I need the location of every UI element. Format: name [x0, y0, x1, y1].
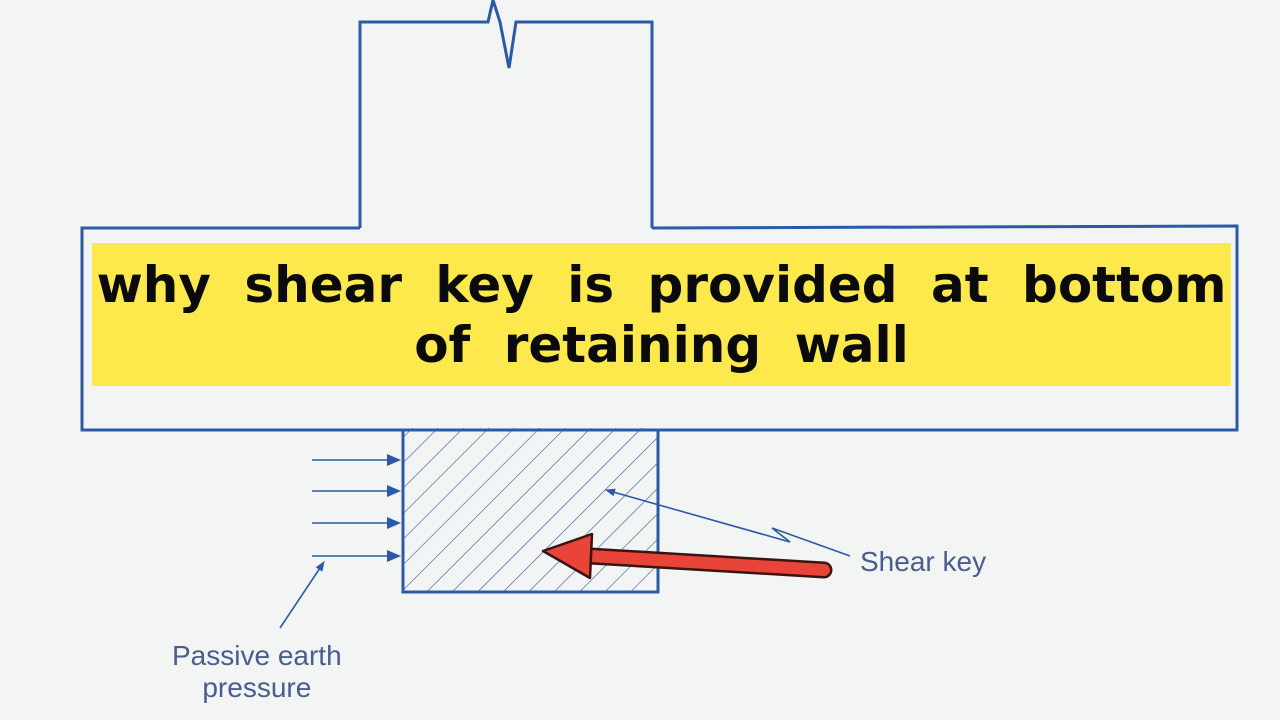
title-banner: why shear key is provided at bottom of r… — [92, 243, 1231, 386]
passive-leader-line — [279, 561, 325, 629]
title-line-1: why shear key is provided at bottom — [96, 255, 1227, 314]
shear-key — [401, 428, 660, 594]
passive-label-line-1: Passive earth — [172, 640, 342, 671]
passive-pressure-arrows — [312, 454, 401, 562]
shear-key-label: Shear key — [860, 546, 987, 577]
title-line-2: of retaining wall — [414, 315, 909, 374]
wall-stem-outline — [358, 0, 654, 228]
passive-earth-pressure-label: Passive earth pressure — [172, 640, 342, 704]
passive-label-line-2: pressure — [202, 672, 312, 703]
arrow-left-icon — [541, 532, 833, 580]
shear-key-leader-line — [605, 488, 851, 557]
